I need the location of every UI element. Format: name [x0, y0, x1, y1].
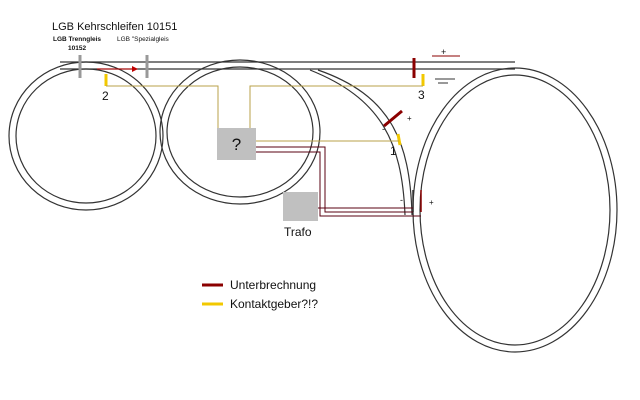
right-loop-inner-rail	[419, 74, 611, 346]
contact-1-marker	[396, 133, 402, 146]
left-loop-inner-rail	[15, 68, 157, 204]
middle-loop-inner-rail	[166, 66, 314, 198]
contact-1-label: 1	[390, 144, 397, 158]
spezialgleis-label: LGB "Spezialgleis	[117, 36, 170, 43]
interruption-diagonal	[383, 109, 403, 128]
trafo-label: Trafo	[284, 225, 312, 239]
trafo-box	[283, 192, 318, 221]
legend: Unterbrechnung Kontaktgeber?!?	[202, 278, 318, 311]
polarity-marks-top	[432, 55, 460, 84]
legend-contact-label: Kontaktgeber?!?	[230, 297, 318, 311]
plus-label-feed: +	[429, 198, 434, 207]
diagram-title: LGB Kehrschleifen 10151	[52, 21, 177, 33]
diagonal-track-inner-rail	[309, 69, 406, 216]
legend-interruption-label: Unterbrechnung	[230, 278, 316, 292]
plus-label-diagonal: +	[407, 114, 412, 123]
plus-label-top: +	[441, 47, 446, 57]
minus-label-diagonal: -	[382, 124, 385, 134]
contact-wires	[106, 85, 423, 142]
left-loop-outer-rail	[8, 61, 164, 211]
trenngleis-label: LGB Trenngleis	[53, 36, 101, 43]
middle-loop-outer-rail	[159, 59, 321, 205]
direction-arrow	[97, 66, 138, 72]
right-loop-outer-rail	[412, 67, 618, 353]
trenngleis-number-label: 10152	[68, 45, 86, 52]
contact-3-label: 3	[418, 88, 425, 102]
contact-2-label: 2	[102, 89, 109, 103]
controller-label: ?	[232, 135, 241, 154]
power-wires	[256, 146, 421, 217]
controller-box	[217, 128, 256, 160]
diagonal-track-outer-rail	[317, 69, 413, 216]
minus-label-feed: -	[400, 195, 403, 205]
